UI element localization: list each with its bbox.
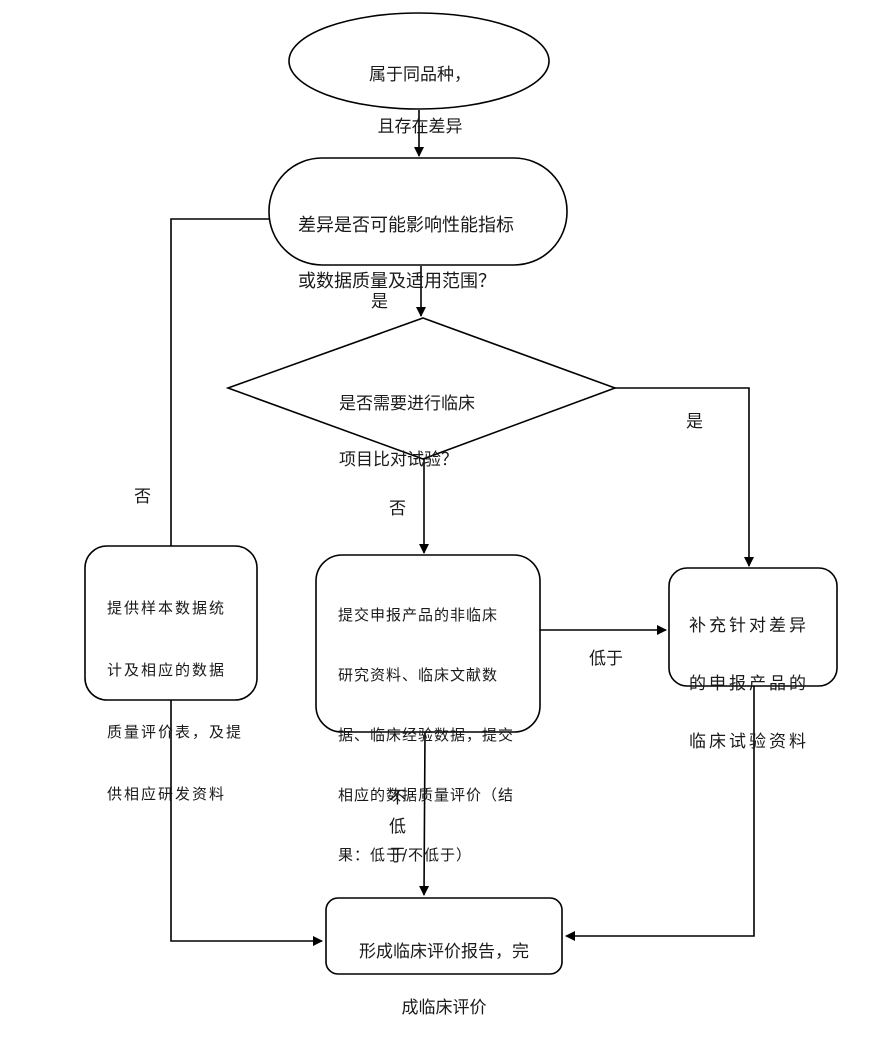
- question1-node-text: 差异是否可能影响性能指标 或数据质量及适用范围？: [298, 184, 548, 324]
- edge-label-q1-yes: 是: [371, 292, 388, 312]
- q1-line-2: 或数据质量及适用范围？: [298, 271, 496, 292]
- mid-box-text: 提交申报产品的非临床 研究资料、临床文献数 据、临床经验数据，提交 相应的数据质…: [338, 570, 538, 900]
- q2-line-1: 是否需要进行临床: [339, 394, 475, 414]
- q2-line-2: 项目比对试验？: [339, 450, 458, 470]
- left-box-line-2: 计及相应的数据: [107, 661, 227, 679]
- not-lower-char-1: 不: [389, 788, 406, 808]
- left-box-line-3: 质量评价表，及提: [107, 723, 244, 741]
- mid-box-line-4: 相应的数据质量评价（结: [338, 786, 515, 804]
- edge-label-lower: 低于: [589, 649, 623, 669]
- edge-mid-notlower-to-end: [419, 731, 430, 896]
- start-line-1: 属于同品种，: [369, 65, 471, 85]
- left-box-line-1: 提供样本数据统: [107, 599, 227, 617]
- flowchart-canvas: [84, 12, 838, 975]
- left-box-text: 提供样本数据统 计及相应的数据 质量评价表，及提 供相应研发资料: [107, 562, 257, 841]
- mid-box-line-2: 研究资料、临床文献数: [338, 666, 499, 684]
- end-box-shape: [325, 897, 563, 975]
- mid-box-line-5: 果：低于/不低于）: [338, 846, 473, 864]
- not-lower-char-3: 于: [389, 846, 406, 866]
- not-lower-char-2: 低: [389, 817, 406, 837]
- end-box-text: 形成临床评价报告，完 成临床评价: [336, 910, 552, 1050]
- question2-node-shape: [225, 317, 618, 460]
- right-box-line-3: 临床试验资料: [689, 732, 809, 752]
- edge-q2-yes-to-right: [615, 387, 754, 567]
- start-node-shape: [288, 12, 550, 110]
- right-box-line-1: 补充针对差异: [689, 616, 809, 636]
- mid-box-shape: [315, 554, 541, 733]
- edge-label-not-lower: 不 低 于: [389, 784, 406, 871]
- question1-node-shape: [268, 157, 568, 266]
- start-line-2: 且存在差异: [377, 117, 463, 137]
- end-line-1: 形成临床评价报告，完: [359, 942, 529, 962]
- end-line-2: 成临床评价: [401, 998, 487, 1018]
- edge-left-to-end: [170, 700, 323, 946]
- mid-box-line-1: 提交申报产品的非临床: [338, 606, 499, 624]
- q1-line-1: 差异是否可能影响性能指标: [298, 215, 514, 236]
- edge-label-q1-no: 否: [134, 487, 151, 507]
- edge-label-q2-yes: 是: [686, 412, 703, 432]
- question2-node-text: 是否需要进行临床 项目比对试验？: [339, 362, 539, 502]
- mid-box-line-3: 据、临床经验数据，提交: [338, 726, 515, 744]
- edge-right-to-end: [565, 686, 755, 941]
- edge-q1-no-to-left: [170, 218, 269, 546]
- start-node-text: 属于同品种， 且存在差异: [340, 36, 500, 166]
- right-box-text: 补充针对差异 的申报产品的 临床试验资料: [689, 583, 829, 786]
- right-box-line-2: 的申报产品的: [689, 674, 809, 694]
- left-box-line-4: 供相应研发资料: [107, 785, 227, 803]
- right-box-shape: [668, 567, 838, 687]
- edge-label-q2-no: 否: [389, 499, 406, 519]
